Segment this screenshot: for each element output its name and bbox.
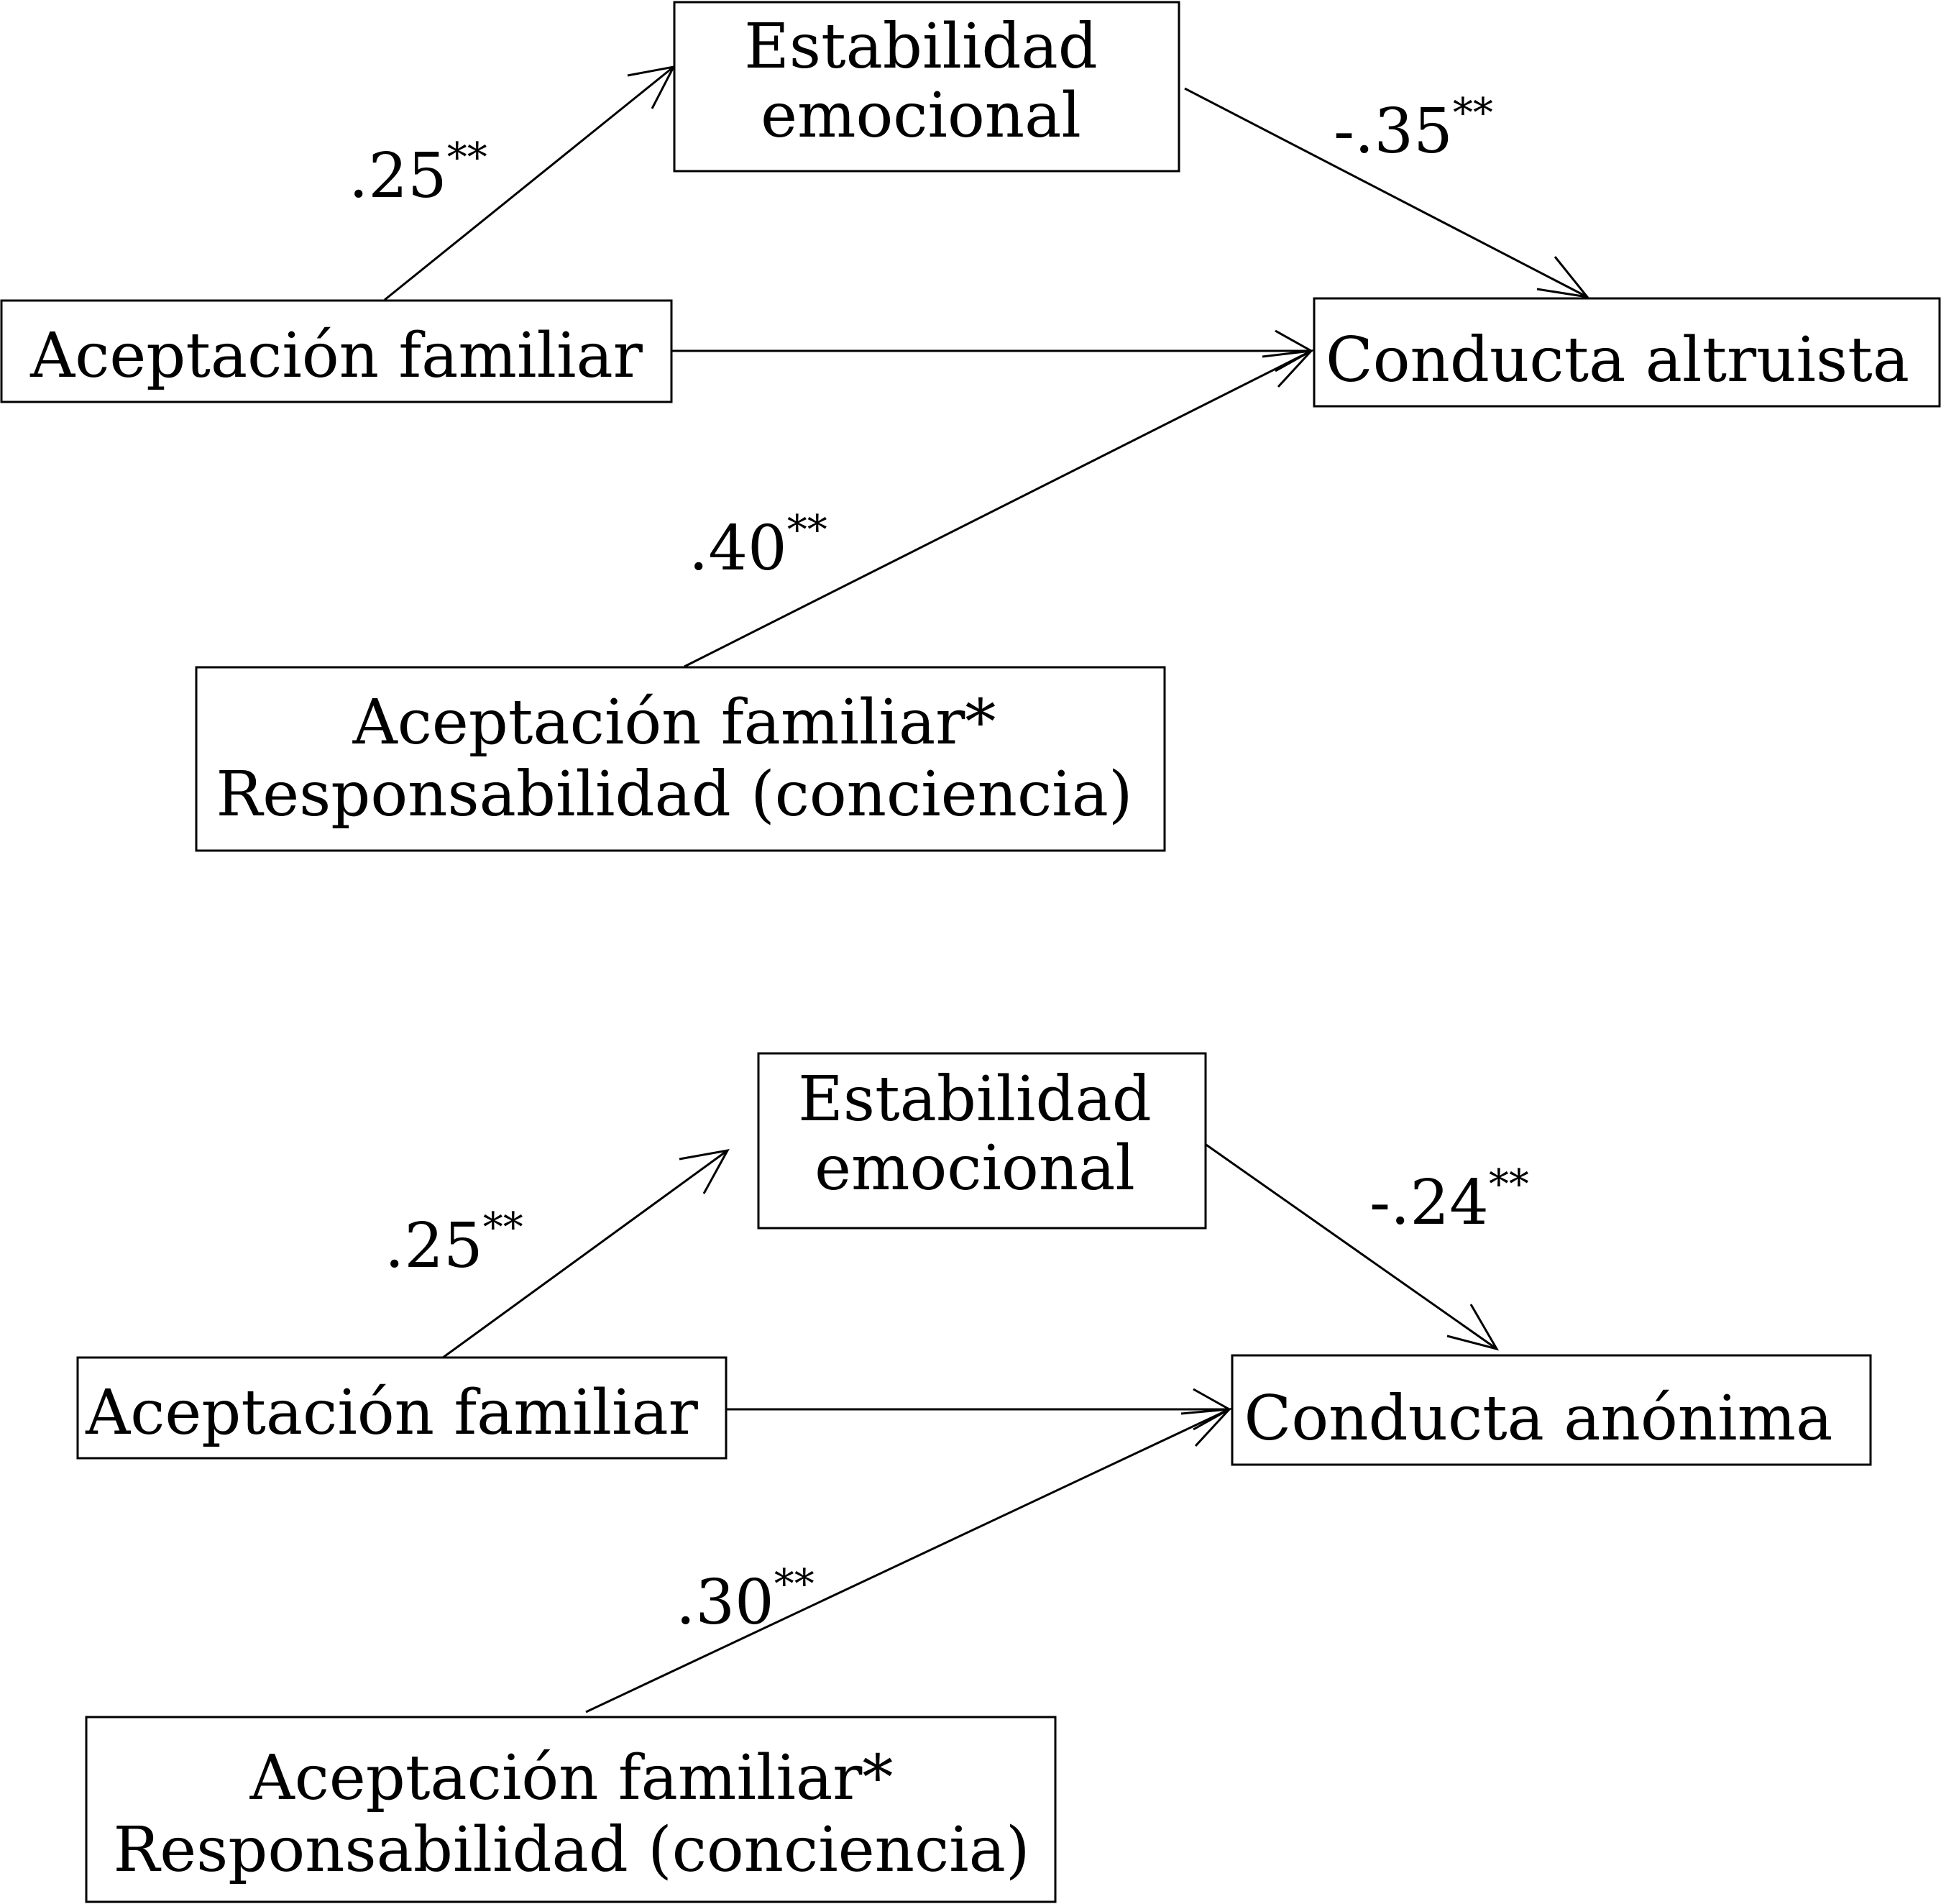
svg-text:-.24**: -.24**: [1369, 1161, 1529, 1239]
panel-top: Estabilidad emocional Aceptación familia…: [0, 1, 1941, 852]
node-outcome: Conducta anónima: [1231, 1354, 1872, 1466]
path-a-arrow: [384, 65, 674, 301]
path-b-arrowhead: [1536, 256, 1590, 299]
interaction-path-arrow: [684, 349, 1312, 668]
significance-stars: **: [774, 1561, 815, 1608]
coef-path-b: -.24**: [1369, 1161, 1529, 1239]
svg-text:.30**: .30**: [676, 1561, 815, 1639]
node-interaction: Aceptación familiar* Responsabilidad (co…: [195, 666, 1166, 852]
node-predictor-label: Aceptación familiar: [85, 1377, 699, 1449]
interaction-path-arrowhead: [1262, 349, 1314, 388]
node-predictor: Aceptación familiar: [76, 1356, 728, 1460]
node-mediator: Estabilidad emocional: [673, 1, 1180, 173]
svg-text:.25**: .25**: [349, 134, 487, 212]
node-mediator-line-1: Estabilidad: [798, 1063, 1152, 1135]
path-b-arrowhead: [1446, 1304, 1500, 1351]
coef-path-a: .25**: [349, 134, 487, 212]
coef-value: .30: [676, 1567, 774, 1639]
node-predictor-label: Aceptación familiar: [29, 320, 643, 392]
node-mediator-line-2: emocional: [815, 1132, 1135, 1204]
node-interaction-line-1: Aceptación familiar*: [352, 687, 996, 759]
node-mediator: Estabilidad emocional: [757, 1052, 1207, 1230]
interaction-path-arrowhead: [1180, 1408, 1232, 1447]
coef-value: .25: [349, 140, 447, 212]
significance-stars: **: [1489, 1161, 1529, 1208]
node-mediator-line-2: emocional: [761, 80, 1081, 152]
svg-text:.40**: .40**: [689, 507, 827, 585]
node-outcome-label: Conducta altruista: [1326, 324, 1909, 396]
significance-stars: **: [1453, 90, 1493, 137]
node-mediator-line-1: Estabilidad: [744, 11, 1098, 83]
coef-value: .40: [689, 513, 787, 585]
node-interaction: Aceptación familiar* Responsabilidad (co…: [85, 1716, 1057, 1903]
interaction-path-arrow: [585, 1408, 1230, 1713]
significance-stars: **: [447, 134, 487, 181]
path-b-arrow: [1201, 1140, 1497, 1350]
node-outcome: Conducta altruista: [1313, 297, 1941, 408]
coef-path-interaction: .40**: [689, 507, 827, 585]
node-predictor: Aceptación familiar: [0, 299, 673, 403]
node-interaction-line-2: Responsabilidad (conciencia): [216, 759, 1132, 830]
significance-stars: **: [787, 507, 827, 554]
svg-text:.25**: .25**: [385, 1204, 523, 1282]
significance-stars: **: [483, 1204, 523, 1251]
panel-bottom: Estabilidad emocional Aceptación familia…: [76, 1052, 1872, 1903]
path-b-arrow: [1184, 87, 1588, 298]
path-a-arrow: [439, 1149, 728, 1361]
coef-value: -.24: [1369, 1167, 1489, 1239]
node-outcome-label: Conducta anónima: [1244, 1383, 1833, 1455]
coef-value: .25: [385, 1210, 483, 1282]
coef-path-a: .25**: [385, 1204, 523, 1282]
node-interaction-line-2: Responsabilidad (conciencia): [113, 1814, 1029, 1886]
svg-text:-.35**: -.35**: [1334, 90, 1493, 168]
coef-value: -.35: [1334, 96, 1453, 168]
path-a-arrowhead: [679, 1148, 730, 1194]
coef-path-b: -.35**: [1334, 90, 1493, 168]
node-interaction-line-1: Aceptación familiar*: [249, 1742, 894, 1814]
coef-path-interaction: .30**: [676, 1561, 815, 1639]
